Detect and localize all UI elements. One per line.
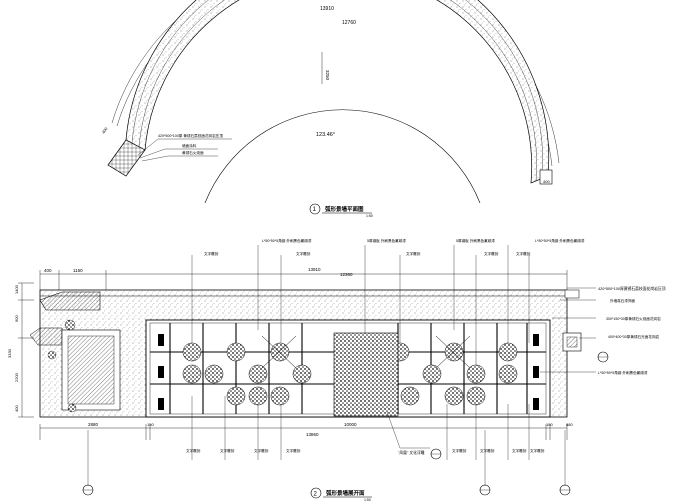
top-label-1: 文字雕刻 bbox=[204, 251, 219, 256]
elev-bottom-dim-2: 150 bbox=[147, 422, 154, 427]
elev-left-dim-5: 400 bbox=[14, 405, 19, 412]
plan-end-width: 400 bbox=[543, 179, 550, 184]
bottom-label-8: 文字雕刻 bbox=[530, 448, 545, 453]
right-label-2: 外墙真石漆饰面 bbox=[610, 298, 636, 303]
plan-scale: 1:50 bbox=[366, 214, 373, 218]
decorative-medallions bbox=[182, 342, 518, 406]
elev-bottom-dim-6: 880 bbox=[566, 422, 573, 427]
bottom-label-3: 文字雕刻 bbox=[254, 448, 269, 453]
bottom-label-7: 文字雕刻 bbox=[512, 448, 527, 453]
right-label-5: L*50*50*5角钢 外刷黑色氟碳漆 bbox=[598, 370, 648, 375]
section-markers bbox=[82, 430, 571, 496]
plan-label-base: 黄锈石火烧面 bbox=[182, 150, 204, 155]
plan-label-wall: 墙面涂料 bbox=[182, 143, 197, 148]
top-label-2: L*50*50*5角钢 外刷黑色氟碳漆 bbox=[262, 238, 312, 243]
top-label-5: 文字雕刻 bbox=[406, 251, 421, 256]
bottom-label-1: 文字雕刻 bbox=[186, 448, 201, 453]
elev-bottom-dim-5: 150 bbox=[546, 422, 553, 427]
phoenix-relief bbox=[333, 332, 399, 417]
plan-title-number: 1 bbox=[313, 207, 317, 213]
plan-inner-chord: 12760 bbox=[342, 20, 356, 26]
right-label-3: 300*150*30厚黄锈石火烧面花岗岩 bbox=[606, 316, 661, 321]
elev-title: 弧形景墙展开面 bbox=[326, 489, 365, 497]
bottom-label-4: 文字雕刻 bbox=[286, 448, 301, 453]
right-label-1: 420*500*100厚黄锈石荔枝面花岗岩压顶 bbox=[598, 286, 666, 291]
top-label-6: 5厚钢板 外刷黑色氟碳漆 bbox=[456, 238, 495, 243]
elev-left-dim-2: 900 bbox=[14, 315, 19, 322]
plan-angle: 123.46° bbox=[316, 132, 335, 138]
plan-outer-chord: 13910 bbox=[320, 6, 334, 12]
top-label-3: 文字雕刻 bbox=[296, 251, 311, 256]
bottom-label-6: 文字雕刻 bbox=[480, 448, 495, 453]
elev-title-number: 2 bbox=[314, 492, 318, 498]
elev-top-dim-3: 13910 bbox=[308, 267, 321, 272]
plan-label-cap: 420*500*100厚 黄锈石荔枝面花岗岩压顶 bbox=[158, 133, 223, 138]
plan-title: 弧形景墙平面图 bbox=[325, 205, 364, 213]
bottom-label-5: 文字雕刻 bbox=[452, 448, 467, 453]
top-label-7: L*50*50*5角钢 外刷黑色氟碳漆 bbox=[535, 238, 585, 243]
arc-wall-elevation: 400 1150 13910 12360 1400 900 3330 2200 … bbox=[7, 238, 666, 502]
elev-top-dim-2: 1150 bbox=[73, 268, 83, 273]
plan-radial-dim: 3250 bbox=[325, 70, 330, 81]
plan-left-width: 400 bbox=[101, 126, 109, 135]
elev-bottom-dim-3: 13860 bbox=[306, 432, 319, 437]
elev-scale: 1:50 bbox=[364, 498, 371, 502]
elev-bottom-dim-1: 2880 bbox=[88, 422, 99, 427]
elev-top-dim-1: 400 bbox=[44, 268, 52, 273]
top-label-4: 5厚钢板 外刷黑色氟碳漆 bbox=[367, 238, 406, 243]
right-leaders bbox=[540, 287, 596, 373]
elev-top-dim-4: 12360 bbox=[340, 272, 353, 277]
bottom-leaders bbox=[191, 396, 530, 460]
elev-bottom-dim-4: 10000 bbox=[344, 422, 357, 427]
elev-left-dim-3: 3330 bbox=[7, 348, 12, 358]
elev-left-dim-4: 2200 bbox=[14, 372, 19, 382]
arc-wall-plan: 3250 13910 12760 123.46° 400 400 420*500… bbox=[101, 0, 560, 218]
phoenix-label: "凤凰" 文化浮雕 bbox=[398, 450, 425, 455]
right-label-4: 400*400*30厚黄锈石光面花岗岩 bbox=[608, 334, 660, 339]
top-label-9: 文字雕刻 bbox=[516, 251, 531, 256]
top-label-8: 文字雕刻 bbox=[484, 251, 499, 256]
bottom-label-2: 文字雕刻 bbox=[220, 448, 235, 453]
top-leaders bbox=[191, 245, 530, 365]
elev-left-dim-1: 1400 bbox=[14, 284, 19, 294]
